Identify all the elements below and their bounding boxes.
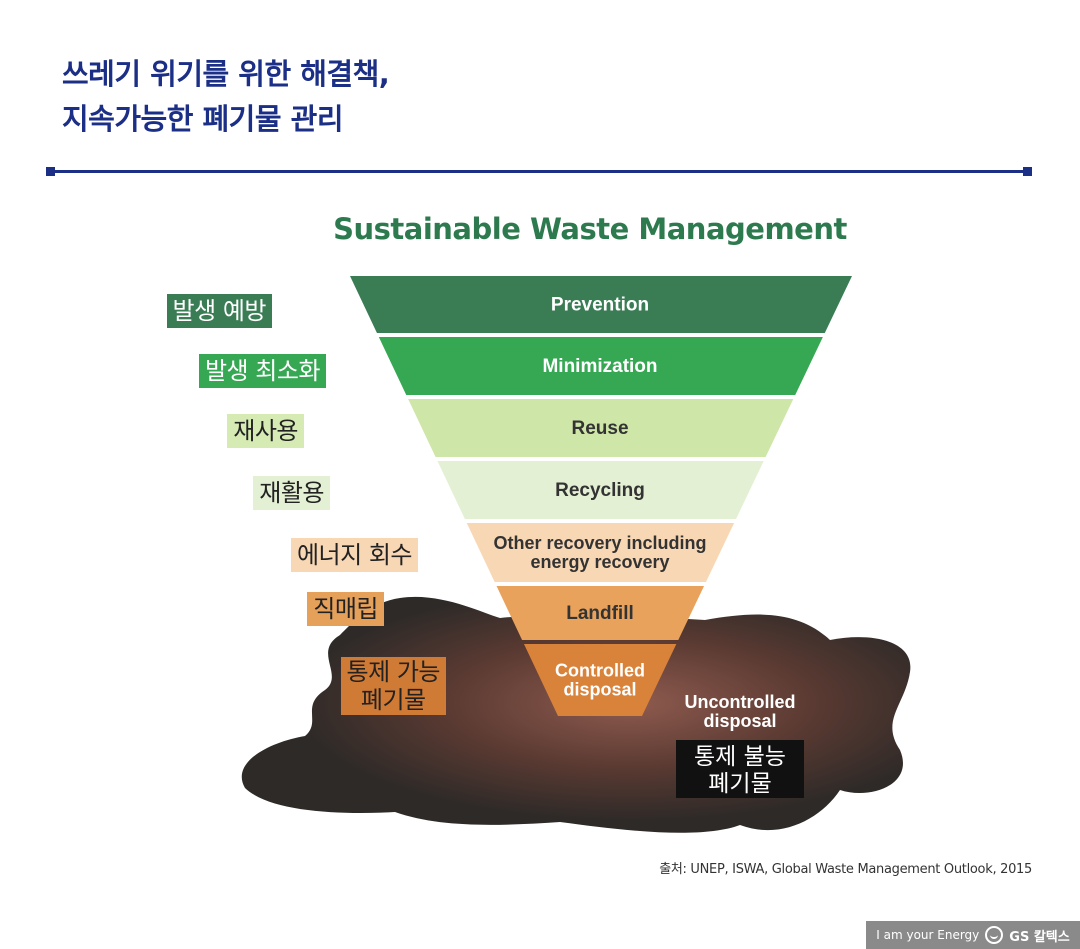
uncontrolled-disposal-en-label: disposal <box>703 711 776 731</box>
funnel-tier <box>408 399 794 457</box>
uncontrolled-disposal-en-label: Uncontrolled <box>685 692 796 712</box>
funnel-tier-label: disposal <box>563 680 636 700</box>
divider-end-marker <box>46 167 55 176</box>
page-title: 쓰레기 위기를 위한 해결책, 지속가능한 폐기물 관리 <box>62 52 390 142</box>
brand-footer: I am your Energy GS 칼텍스 <box>866 921 1080 949</box>
funnel-tier <box>350 276 852 333</box>
funnel-tier-labels: PreventionMinimizationReuseRecyclingOthe… <box>493 295 706 700</box>
funnel-tier-label: Other recovery including <box>493 533 706 553</box>
korean-tier-label-line: 발생 예방 <box>172 297 267 325</box>
korean-tier-label-line: 직매립 <box>313 595 378 623</box>
source-citation: 출처: UNEP, ISWA, Global Waste Management … <box>659 862 1032 877</box>
header-divider <box>46 167 1032 176</box>
divider-end-marker <box>1023 167 1032 176</box>
funnel-tier-label: Reuse <box>571 418 628 439</box>
funnel-tier-label: Controlled <box>555 661 645 681</box>
funnel-tier-label: Landfill <box>566 603 634 624</box>
funnel-tier <box>466 523 735 582</box>
funnel-tiers <box>350 276 852 716</box>
korean-tier-label-line: 재활용 <box>259 479 324 507</box>
funnel-tier-label: energy recovery <box>530 552 669 572</box>
korean-tier-label: 발생 최소화 <box>198 354 326 388</box>
funnel-tier-label: Minimization <box>542 356 657 377</box>
diagram-title: Sustainable Waste Management <box>333 212 847 246</box>
funnel-tier-label: Prevention <box>551 295 649 316</box>
uncontrolled-disposal-kr-label: 폐기물 <box>708 771 771 797</box>
korean-tier-label-line: 에너지 회수 <box>296 541 413 569</box>
korean-tier-label: 발생 예방 <box>166 294 272 328</box>
uncontrolled-disposal-kr-box <box>676 740 804 798</box>
page-title-line: 지속가능한 폐기물 관리 <box>62 102 344 136</box>
funnel-tier-label: Recycling <box>555 480 645 501</box>
korean-tier-label-line: 통제 가능 <box>346 658 441 686</box>
brand-tagline: I am your Energy <box>876 928 980 942</box>
korean-tier-label: 직매립 <box>307 592 384 626</box>
korean-tier-label: 재사용 <box>227 414 304 448</box>
korean-tier-label-line: 폐기물 <box>360 686 426 714</box>
korean-tier-label-line: 재사용 <box>233 417 298 445</box>
page-title-line: 쓰레기 위기를 위한 해결책, <box>62 57 390 91</box>
funnel-tier <box>496 586 705 640</box>
korean-tier-label: 재활용 <box>253 476 330 510</box>
gs-logo-icon <box>985 926 1004 944</box>
korean-tier-label-line: 발생 최소화 <box>204 357 321 385</box>
brand-name: GS 칼텍스 <box>1009 929 1070 945</box>
funnel-tier <box>378 337 823 395</box>
funnel-tier <box>523 644 677 716</box>
uncontrolled-disposal-kr-label: 통제 불능 <box>694 744 786 770</box>
funnel-tier <box>437 461 764 519</box>
korean-tier-label: 에너지 회수 <box>290 538 418 572</box>
